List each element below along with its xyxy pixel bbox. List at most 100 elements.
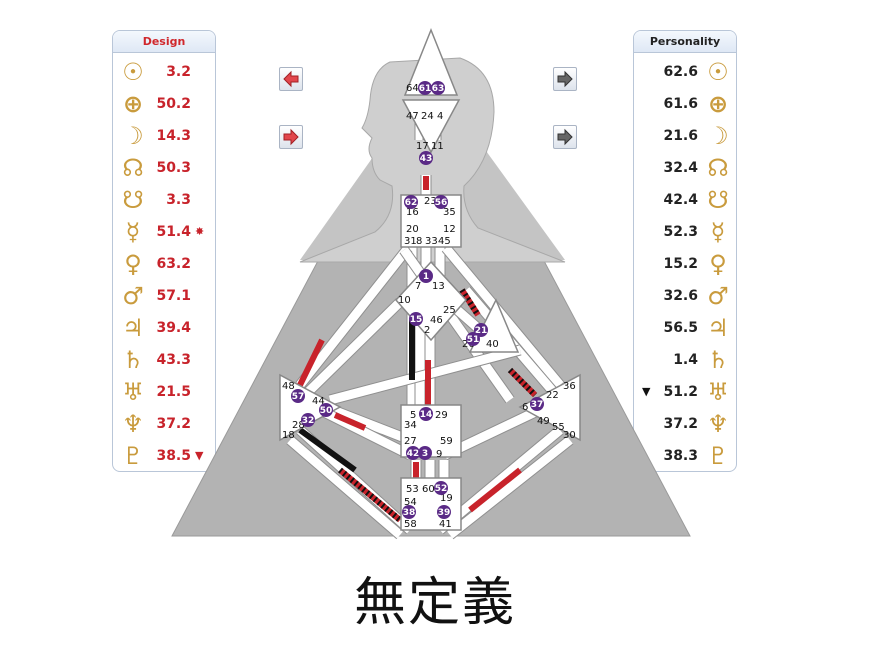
gate-19: 19 (440, 493, 453, 504)
personality-value: 32.4 (663, 160, 698, 176)
gate-22: 22 (546, 390, 559, 401)
north-node-icon: ☊ (707, 154, 729, 182)
active-gate-50: 50 (319, 403, 333, 417)
svg-text:62: 62 (405, 198, 418, 208)
svg-text:56: 56 (435, 198, 448, 208)
channel-15 (318, 399, 412, 446)
design-row-uranus: ♅21.5 (113, 377, 215, 407)
svg-text:15: 15 (410, 315, 423, 325)
design-row-mars: ♂57.1 (113, 281, 215, 311)
gate-11: 11 (431, 141, 444, 152)
arrow-right-icon (557, 70, 573, 88)
venus-icon: ♀ (709, 250, 727, 278)
south-node-icon: ☋ (707, 186, 729, 214)
detriment-marker: ▼ (642, 385, 651, 398)
channel-50-27-design (333, 412, 367, 431)
personality-row-earth: ⊕61.6 (634, 89, 736, 119)
personality-prev-button[interactable] (553, 67, 577, 91)
design-value: 63.2 (156, 256, 191, 272)
gate-2: 2 (424, 325, 430, 336)
channel-57-10-design (297, 338, 325, 387)
active-gate-43: 43 (419, 151, 433, 165)
svg-text:14: 14 (420, 410, 433, 420)
gate-49: 49 (537, 416, 550, 427)
svg-text:21: 21 (475, 326, 488, 336)
design-next-button[interactable] (279, 125, 303, 149)
definition-caption: 無定義 (353, 573, 516, 633)
gate-25: 25 (443, 305, 456, 316)
active-gate-3: 3 (418, 446, 432, 460)
gate-17: 17 (416, 141, 429, 152)
design-row-sun: ☉3.2 (113, 57, 215, 87)
gate-23: 23 (424, 196, 437, 207)
channel-21-45-both (507, 367, 538, 398)
gate-26: 26 (462, 339, 475, 350)
active-gate-32: 32 (301, 413, 315, 427)
active-gate-38: 38 (402, 505, 416, 519)
active-gate-61: 61 (418, 81, 432, 95)
gate-34: 34 (404, 420, 417, 431)
gate-41: 41 (439, 519, 452, 530)
gate-48: 48 (282, 381, 295, 392)
svg-text:42: 42 (407, 449, 420, 459)
gate-36: 36 (563, 381, 576, 392)
mars-icon: ♂ (707, 282, 729, 310)
design-value: 50.3 (156, 160, 191, 176)
gate-55: 55 (552, 422, 565, 433)
saturn-icon: ♄ (122, 346, 144, 374)
channel-39-55-design (468, 467, 522, 513)
gate-7: 7 (415, 281, 421, 292)
channel-20 (446, 435, 574, 540)
design-row-south-node: ☋3.3 (113, 185, 215, 215)
svg-text:32: 32 (302, 416, 315, 426)
gate-35: 35 (443, 207, 456, 218)
gate-59: 59 (440, 436, 453, 447)
personality-row-neptune: ♆37.2 (634, 409, 736, 439)
personality-row-south-node: ☋ 42.4 (634, 185, 736, 215)
personality-row-jupiter: ♃56.5 (634, 313, 736, 343)
svg-text:50: 50 (320, 406, 333, 416)
design-value: 39.4 (156, 320, 191, 336)
jupiter-icon: ♃ (122, 314, 144, 342)
neptune-icon: ♆ (707, 410, 729, 438)
svg-text:52: 52 (435, 484, 448, 494)
personality-row-pluto: ♇38.3 (634, 441, 736, 471)
design-row-pluto: ♇38.5▼ (113, 441, 215, 471)
personality-next-button[interactable] (553, 125, 577, 149)
gate-6: 6 (522, 402, 528, 413)
earth-icon: ⊕ (122, 90, 144, 118)
personality-value: 42.4 (663, 192, 698, 208)
gate-10: 10 (398, 295, 411, 306)
design-row-earth: ⊕50.2 (113, 89, 215, 119)
personality-value: 21.6 (663, 128, 698, 144)
personality-value: 1.4 (673, 352, 698, 368)
personality-panel: Personality ☉62.6⊕61.6☽21.6☊32.4☋42.4☿52… (633, 30, 737, 472)
personality-row-moon: ☽21.6 (634, 121, 736, 151)
arrow-right-icon (557, 128, 573, 146)
design-value: 57.1 (156, 288, 191, 304)
gate-27: 27 (404, 436, 417, 447)
channel-7 (295, 244, 413, 389)
channel-18 (286, 435, 404, 540)
arrow-left-icon (283, 70, 299, 88)
channel-12 (296, 298, 404, 404)
design-row-mercury: ☿51.4✸ (113, 217, 215, 247)
design-value: 3.2 (166, 64, 191, 80)
gate-12: 12 (443, 224, 456, 235)
personality-value: 61.6 (663, 96, 698, 112)
gate-45: 45 (438, 236, 451, 247)
gate-44: 44 (312, 396, 325, 407)
ajna-center (401, 99, 461, 154)
active-gate-56: 56 (434, 195, 448, 209)
gate-53: 53 (406, 484, 419, 495)
saturn-icon: ♄ (707, 346, 729, 374)
active-gate-14: 14 (419, 407, 433, 421)
pluto-icon: ♇ (707, 442, 729, 470)
neptune-icon: ♆ (122, 410, 144, 438)
uranus-icon: ♅ (707, 378, 729, 406)
design-prev-button[interactable] (279, 67, 303, 91)
gate-29: 29 (435, 410, 448, 421)
mercury-icon: ☿ (125, 218, 141, 246)
